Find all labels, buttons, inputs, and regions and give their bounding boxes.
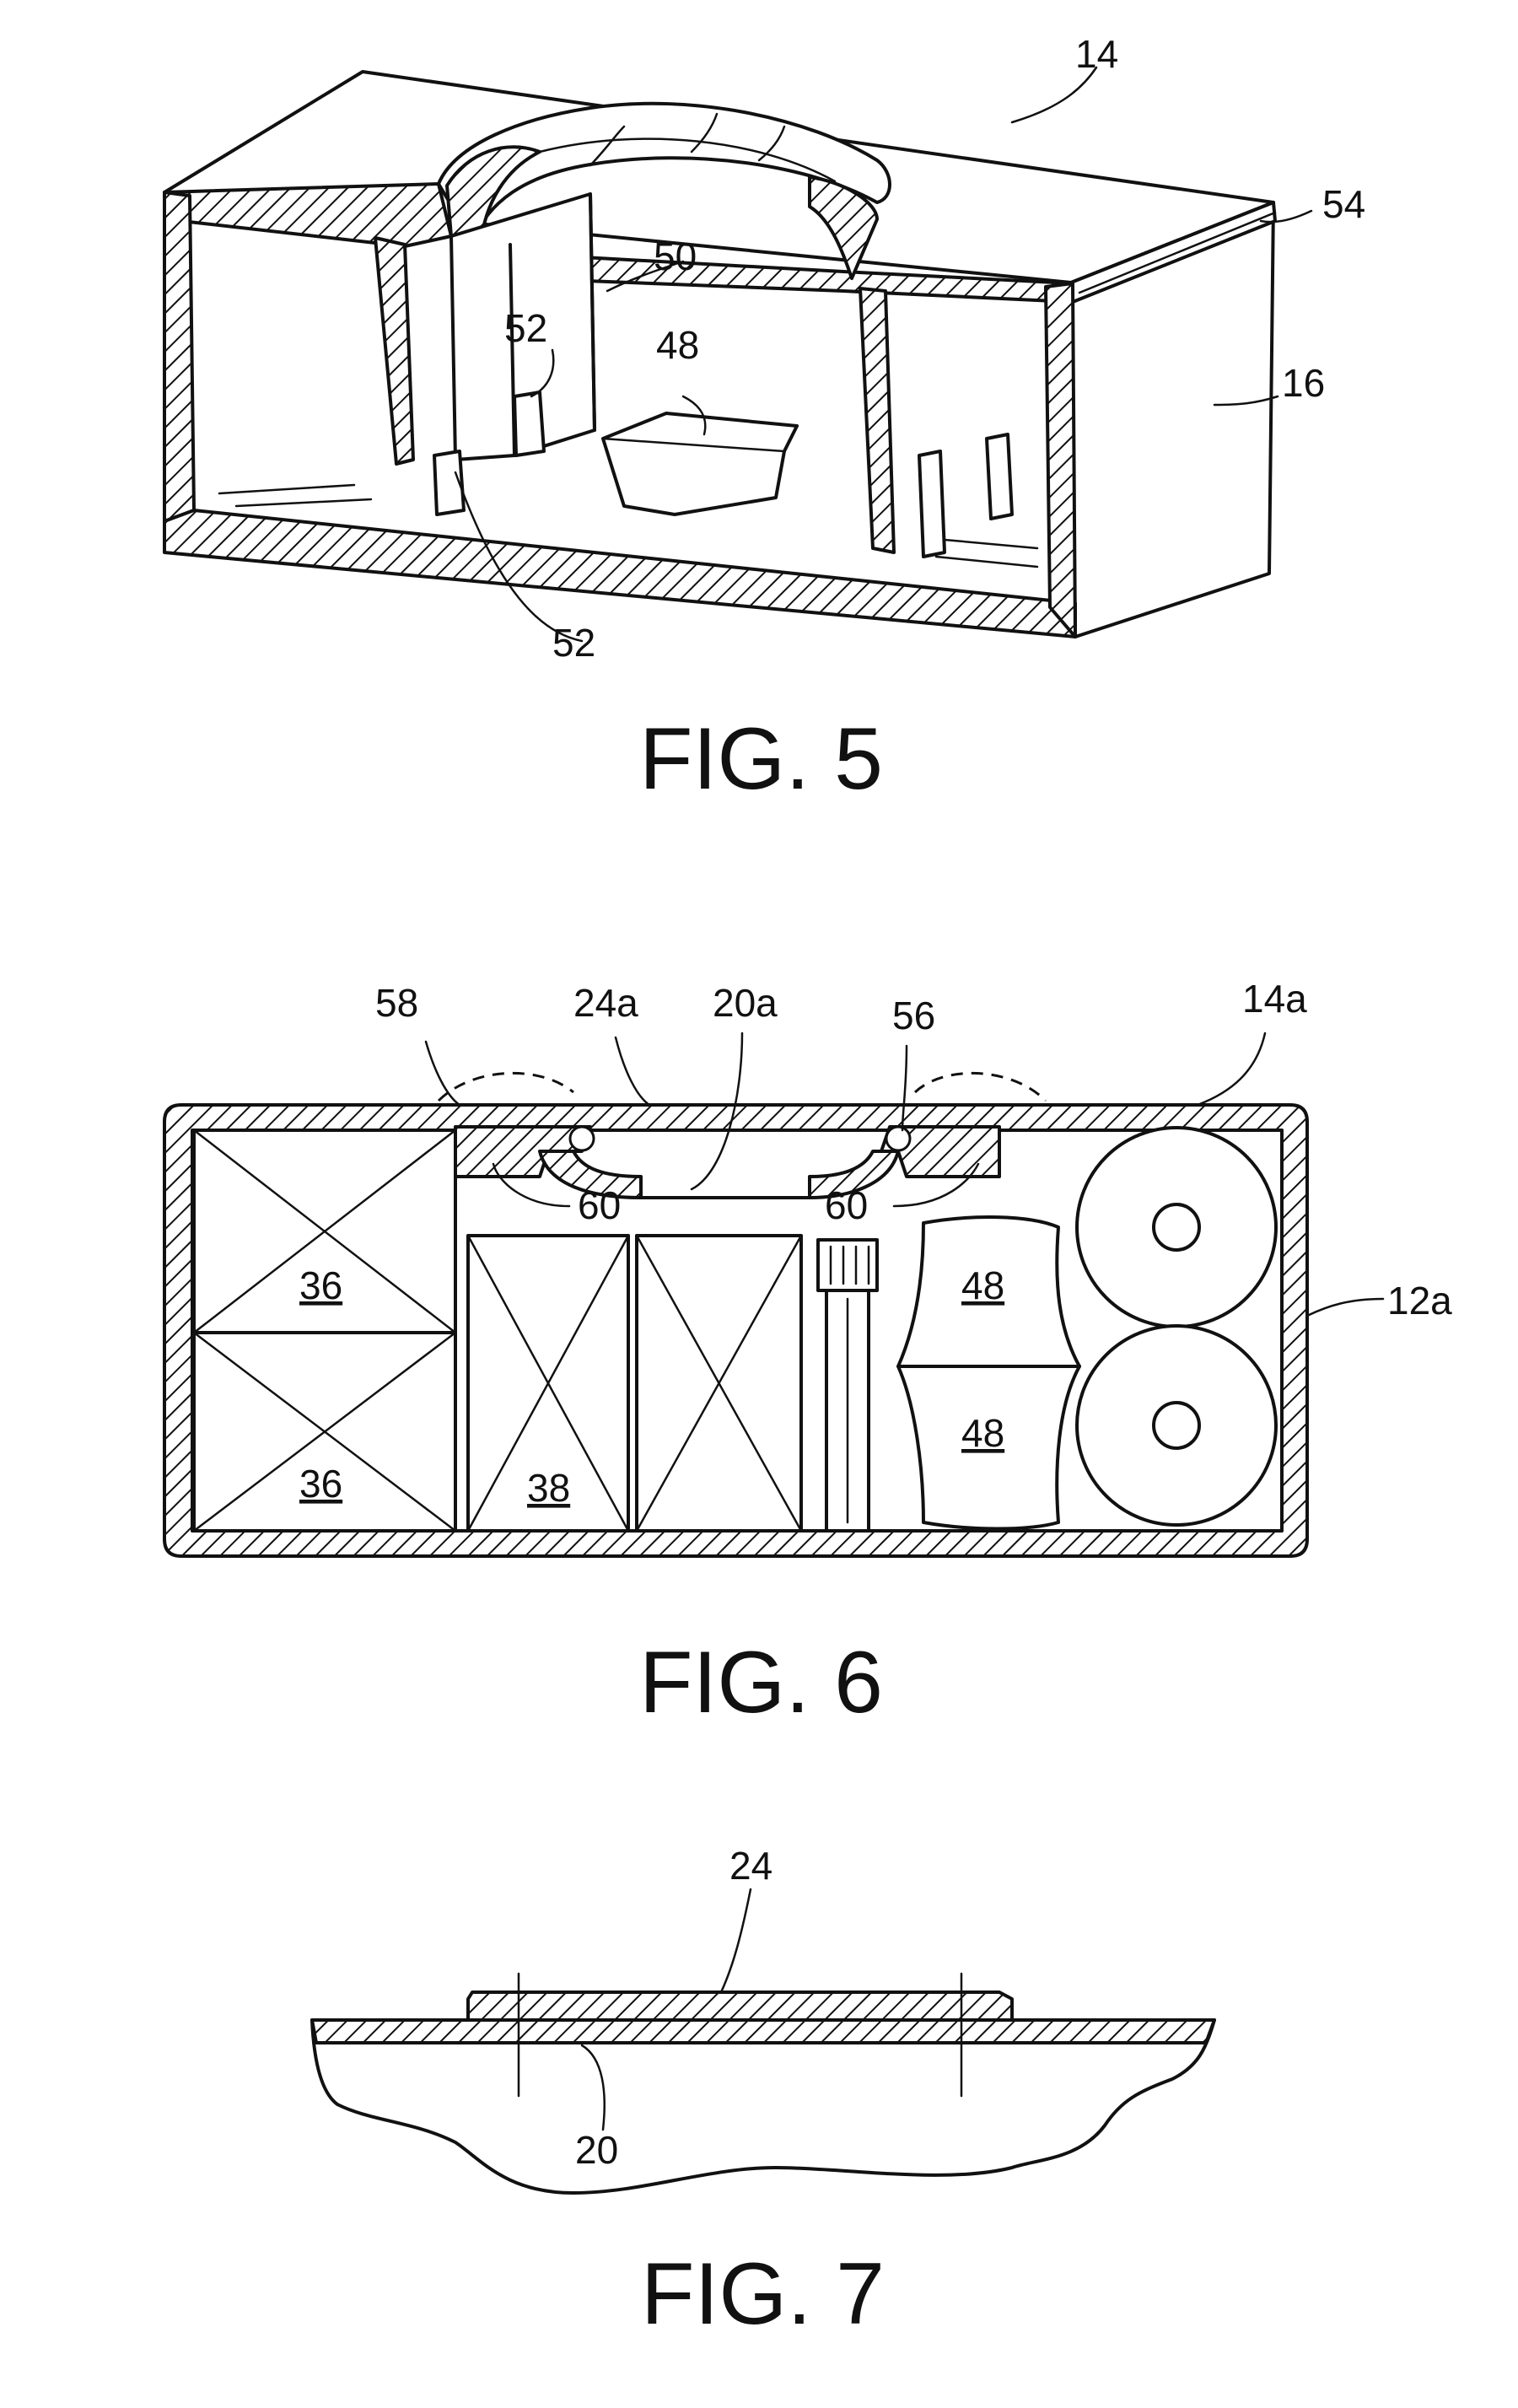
fig5-label-50: 50 [654,234,697,278]
fig6-label-60-left: 60 [578,1183,621,1227]
fig6-dome-left [439,1073,573,1101]
fig5-label-48: 48 [656,323,699,367]
fig5-divider-50 [434,194,595,514]
fig6-label-38: 38 [527,1466,570,1510]
fig6-label-24a: 24a [573,981,638,1025]
fig6-label-36-top: 36 [299,1263,342,1307]
fig6-tube [818,1240,877,1531]
fig5-container-48 [603,413,797,514]
figure-7: 24 20 FIG. 7 [312,1844,1214,2343]
fig7-surface [312,2020,1214,2193]
fig5-label-14: 14 [1075,32,1118,76]
fig5-caption: FIG. 5 [639,710,883,808]
fig6-rolls [1077,1128,1276,1525]
fig7-caption: FIG. 7 [641,2245,885,2343]
fig6-label-58: 58 [375,981,418,1025]
fig6-label-48-top: 48 [961,1263,1004,1307]
figure-5: 14 54 16 50 52 48 52 FIG. 5 [164,32,1365,808]
fig6-label-60-right: 60 [825,1183,868,1227]
fig6-dome-right [915,1073,1046,1101]
fig6-label-14a: 14a [1242,977,1307,1021]
fig5-label-52-upper: 52 [504,306,547,350]
fig7-label-24: 24 [729,1844,772,1888]
fig6-label-36-bottom: 36 [299,1462,342,1506]
fig6-label-48-bottom: 48 [961,1411,1004,1455]
fig6-pack-38 [468,1236,801,1531]
fig6-label-20a: 20a [713,981,778,1025]
figure-6: 58 24a 20a 56 14a 12a 60 60 36 36 38 48 … [164,977,1452,1732]
fig5-label-52-lower: 52 [552,621,595,665]
fig6-label-12a: 12a [1387,1279,1452,1323]
fig5-label-54: 54 [1322,182,1365,226]
fig5-label-16: 16 [1282,361,1325,405]
fig6-label-56: 56 [892,994,935,1037]
fig7-label-20: 20 [575,2128,618,2172]
fig5-right-tabs [919,434,1012,557]
fig6-caption: FIG. 6 [639,1634,883,1732]
